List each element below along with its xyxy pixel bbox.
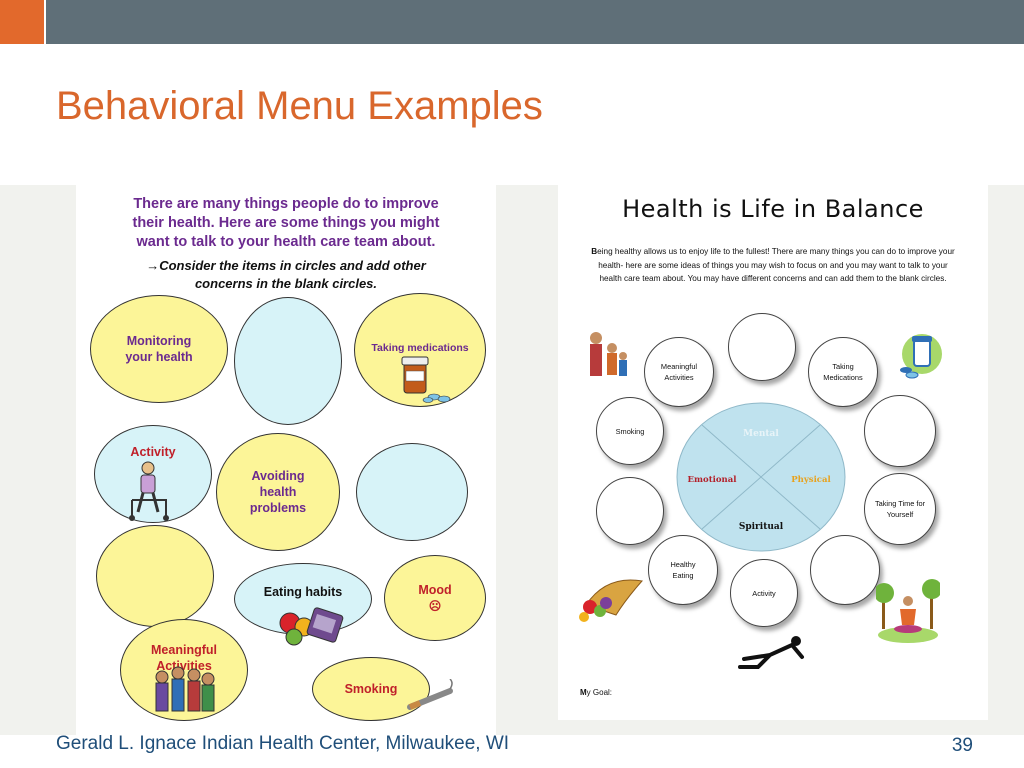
left-worksheet-instruction: →Consider the items in circles and add o… (76, 257, 496, 293)
bubble-monitoring: Monitoring your health (90, 295, 228, 403)
circle-blank (596, 477, 664, 545)
slide-title: Behavioral Menu Examples (56, 84, 543, 128)
right-worksheet: Health is Life in Balance Being healthy … (558, 185, 988, 720)
footer-text: Gerald L. Ignace Indian Health Center, M… (56, 733, 510, 754)
family-icon (590, 332, 627, 376)
circle-blank (728, 313, 796, 381)
circle-blank (810, 535, 880, 605)
heading-line: want to talk to your health care team ab… (136, 234, 436, 250)
instruction-line: concerns in the blank circles. (194, 276, 378, 291)
meditation-person-icon (876, 579, 940, 643)
bubble-label: Monitoring your health (125, 334, 193, 364)
wheel-mental: Mental (743, 429, 779, 439)
bubble-label: Mood (418, 583, 452, 597)
left-worksheet: There are many things people do to impro… (76, 185, 496, 735)
group-people-icon (155, 666, 215, 712)
intro-dropcap: B (591, 247, 598, 256)
top-bar-divider (44, 0, 46, 44)
instruction-line: →Consider the items in circles and add o… (146, 258, 426, 273)
bubble-blank (96, 525, 214, 627)
bubble-label: Activity (130, 445, 176, 459)
bubble-label: Meaningful Activities (151, 643, 217, 673)
balance-wheel: Mental Emotional Physical Spiritual (676, 402, 846, 552)
top-bar (0, 0, 1024, 44)
right-worksheet-title: Health is Life in Balance (622, 195, 924, 223)
circle-meaningful-activities: Meaningful Activities (644, 337, 714, 407)
bubble-label: Avoiding health problems (249, 469, 307, 515)
bubble-smoking: Smoking (312, 657, 430, 721)
exercising-person-icon (738, 636, 804, 669)
bubble-activity: Activity (94, 425, 212, 523)
circle-label: Healthy Eating (670, 560, 696, 580)
medication-bottle-icon (900, 334, 942, 379)
circle-blank (864, 395, 936, 467)
heading-line: There are many things people do to impro… (133, 196, 439, 212)
cigarette-icon (407, 679, 453, 710)
wheel-spiritual: Spiritual (739, 522, 784, 532)
bubble-label: Smoking (344, 682, 398, 696)
bubble-blank (234, 297, 342, 425)
circle-smoking: Smoking (596, 397, 664, 465)
food-basket-icon (279, 607, 344, 646)
top-bar-accent (0, 0, 44, 44)
circle-label: Smoking (615, 426, 645, 436)
cornucopia-icon (579, 579, 643, 622)
runner-walker-icon (129, 461, 169, 521)
heading-line: their health. Here are some things you m… (132, 215, 440, 231)
circle-taking-medications: Taking Medications (808, 337, 878, 407)
wheel-emotional: Emotional (688, 475, 738, 485)
page-number: 39 (951, 735, 973, 756)
right-worksheet-intro: Being healthy allows us to enjoy life to… (586, 245, 960, 286)
goal-text: y Goal: (586, 688, 613, 697)
pill-bottle-icon (401, 356, 451, 403)
bubble-label: Eating habits (263, 585, 343, 599)
wheel-physical: Physical (791, 475, 831, 485)
sad-face-icon: ☹ (428, 599, 442, 613)
circle-activity: Activity (730, 559, 798, 627)
circle-taking-time: Taking Time for Yourself (864, 473, 936, 545)
circle-label: Taking Medications (823, 362, 863, 382)
bubble-blank (356, 443, 468, 541)
bubble-label: Taking medications (371, 342, 469, 354)
left-worksheet-heading: There are many things people do to impro… (76, 195, 496, 252)
circle-label: Activity (752, 588, 776, 598)
circle-label: Taking Time for Yourself (874, 499, 926, 519)
circle-healthy-eating: Healthy Eating (648, 535, 718, 605)
intro-text: eing healthy allows us to enjoy life to … (597, 247, 955, 283)
my-goal-label: My Goal: (580, 688, 612, 697)
bubble-mood: Mood ☹ (384, 555, 486, 641)
circle-label: Meaningful Activities (660, 362, 698, 382)
goal-dropcap: M (580, 688, 587, 697)
bubble-avoiding: Avoiding health problems (216, 433, 340, 551)
